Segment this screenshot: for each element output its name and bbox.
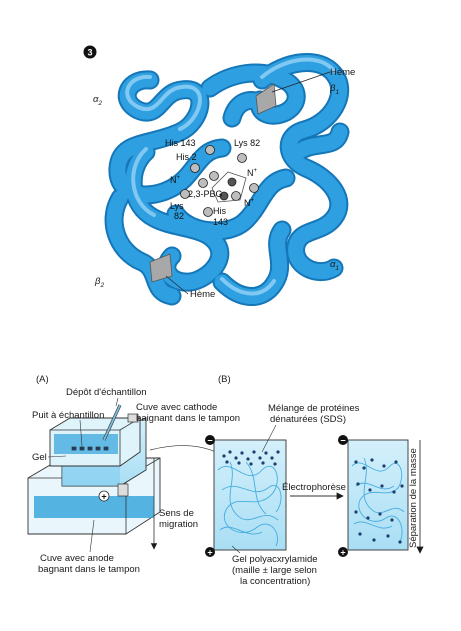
sample-wells	[71, 446, 109, 451]
label-n-right: N+	[247, 168, 258, 178]
label-anode-tank-2: bagnant dans le tampon	[38, 564, 140, 575]
gel-after-cathode	[338, 435, 348, 445]
anode-sign: +	[101, 492, 106, 502]
label-his2: His 2	[176, 152, 197, 162]
bpg-binding-site	[180, 145, 259, 217]
figure-number-badge	[83, 45, 97, 59]
heme-bottom	[149, 253, 173, 283]
label-cathode-tank-2: baignant dans le tampon	[136, 413, 240, 424]
label-143-bottom: 143	[213, 217, 228, 227]
heme-top	[255, 83, 277, 115]
label-anode-tank-1: Cuve avec anode	[40, 553, 114, 564]
label-gel-1: Gel polyacxrylamide	[232, 554, 318, 565]
label-82-bottom: 82	[174, 211, 184, 221]
label-gel-3: la concentration)	[240, 576, 310, 587]
label-gel: Gel	[32, 452, 47, 463]
gel-before-minus: −	[207, 436, 212, 446]
label-beta2: β2	[94, 276, 104, 289]
panel-b-letter: (B)	[218, 374, 231, 385]
gel-after-minus: −	[340, 436, 345, 446]
label-n-lower: N+	[244, 198, 255, 208]
gel-before-mesh	[217, 461, 282, 547]
gel-after-plus: +	[340, 548, 345, 558]
label-sample-well: Puit à échantillon	[32, 410, 104, 421]
label-mass-separation: Séparation de la masse	[408, 448, 419, 548]
gel-after-anode	[338, 547, 348, 557]
hemoglobin-structure: 3	[83, 45, 355, 306]
gel-before-proteins	[222, 450, 280, 466]
gel-before-cathode	[205, 435, 215, 445]
gel-after	[347, 439, 409, 551]
gel-after-proteins	[354, 458, 404, 544]
label-lys82-top: Lys 82	[234, 138, 260, 148]
label-bpg: 2,3-PBG	[188, 189, 223, 199]
label-migration-1: Sens de	[159, 508, 194, 519]
anode-terminal	[98, 490, 110, 502]
label-gel-2: (maille ± large selon	[232, 565, 317, 576]
label-electrophoresis: Électrophorèse	[282, 482, 346, 493]
label-alpha1: α1	[330, 259, 339, 272]
panel-b-gels: (B) − + Électrophorèse	[205, 374, 424, 587]
panel-a-letter: (A)	[36, 374, 49, 385]
label-alpha2: α2	[93, 94, 102, 107]
label-heme-bottom: Hème	[190, 289, 215, 300]
figure-number: 3	[87, 48, 92, 58]
panel-a-apparatus: (A) + Dépôt d'	[27, 374, 240, 575]
label-protein-mix-2: dénaturées (SDS)	[270, 414, 346, 425]
label-protein-mix-1: Mélange de protéines	[268, 403, 360, 414]
label-migration-2: migration	[159, 519, 198, 530]
gel-before-plus: +	[207, 548, 212, 558]
protein-tubes-highlight	[125, 57, 336, 296]
label-his-bottom: His	[213, 206, 226, 216]
label-cathode-tank-1: Cuve avec cathode	[136, 402, 217, 413]
label-heme-top: Hème	[330, 67, 355, 78]
label-his143-top: His 143	[165, 138, 196, 148]
label-beta1: β1	[329, 83, 339, 96]
label-lys-bottom: Lys	[170, 201, 184, 211]
label-sample-deposit: Dépôt d'échantillon	[66, 387, 147, 398]
gel-before-anode	[205, 547, 215, 557]
label-n-left: N+	[170, 175, 181, 185]
